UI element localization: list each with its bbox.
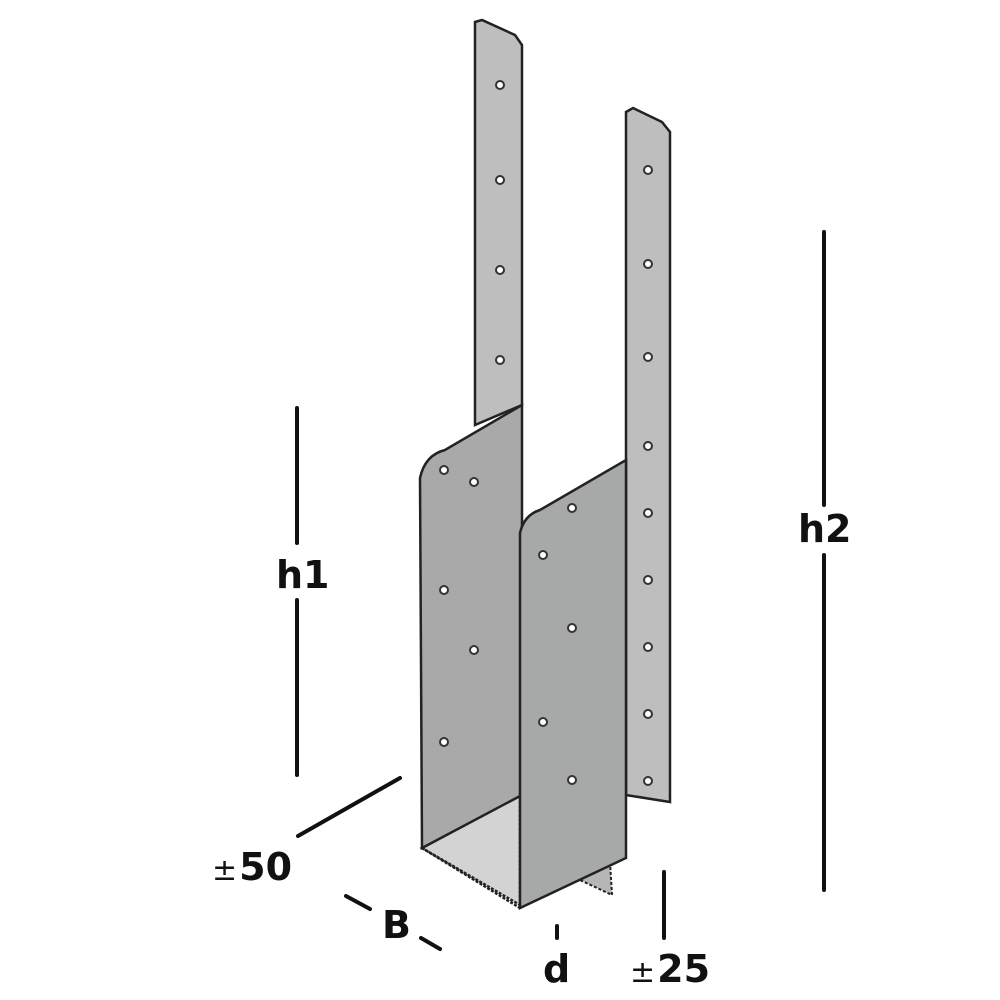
sleeve-front-panel bbox=[518, 457, 628, 910]
plus-minus-sign: ± bbox=[212, 853, 238, 888]
side-tolerance-value: 50 bbox=[239, 845, 293, 889]
dimension-lines bbox=[295, 230, 826, 951]
dim-label-side-tolerance: ±50 bbox=[212, 848, 292, 886]
dim-label-d: d bbox=[543, 947, 571, 991]
floor-edge bbox=[421, 846, 521, 910]
bottom-tolerance-value: 25 bbox=[657, 947, 711, 991]
sleeve-holes bbox=[439, 465, 577, 785]
plus-minus-sign: ± bbox=[630, 955, 656, 990]
left-strap-holes bbox=[495, 80, 505, 365]
right-strap bbox=[624, 106, 672, 804]
dim-label-h1: h1 bbox=[276, 553, 330, 597]
dim-label-B: B bbox=[382, 903, 411, 947]
left-strap bbox=[473, 18, 524, 427]
right-strap-holes bbox=[643, 165, 653, 786]
dim-label-bottom-tolerance: ±25 bbox=[630, 950, 710, 988]
sleeve-left-panel bbox=[418, 402, 524, 851]
dim-label-h2: h2 bbox=[798, 507, 852, 551]
